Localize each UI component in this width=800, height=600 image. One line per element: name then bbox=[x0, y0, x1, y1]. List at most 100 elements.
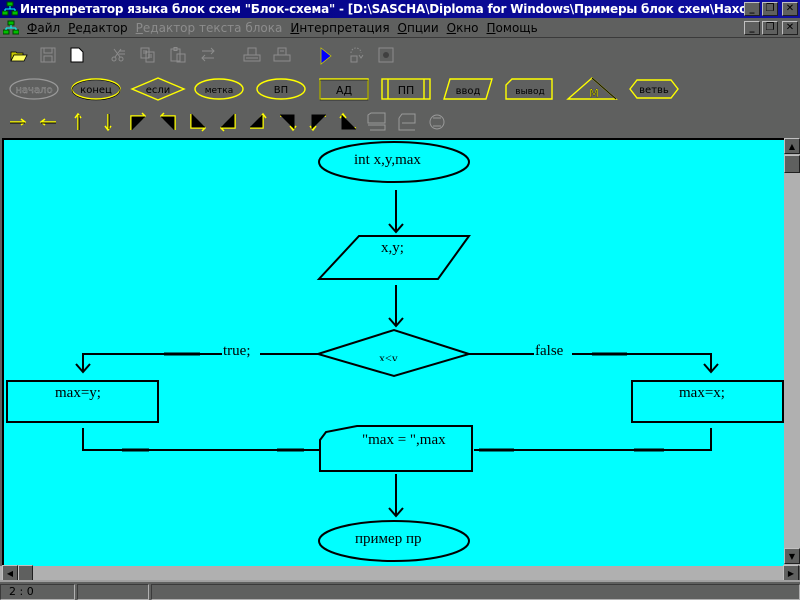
scroll-right-button[interactable]: ▶ bbox=[783, 565, 799, 581]
shape-action-button[interactable]: АД bbox=[318, 75, 370, 103]
shape-end-button[interactable]: конец bbox=[70, 75, 122, 103]
arrow-up-icon[interactable] bbox=[68, 112, 88, 132]
menu-interpretation[interactable]: Интерпретация bbox=[290, 20, 390, 35]
shape-if-label: если bbox=[146, 85, 171, 96]
false-branch-connector bbox=[469, 353, 719, 374]
minimize-button[interactable]: _ bbox=[744, 2, 760, 16]
menu-window[interactable]: Окно bbox=[446, 20, 479, 35]
false-merge-connector bbox=[474, 428, 712, 451]
close-button[interactable]: ✕ bbox=[782, 2, 798, 16]
child-restore-button[interactable]: ❐ bbox=[762, 20, 778, 35]
document-flowchart-icon[interactable] bbox=[3, 20, 19, 36]
shape-branch-button[interactable]: ветвь bbox=[628, 75, 680, 103]
input-node-shape bbox=[316, 235, 471, 280]
start-node-text[interactable]: int x,y,max bbox=[354, 152, 421, 168]
step-icon[interactable] bbox=[348, 47, 364, 63]
condition-node-text[interactable]: x<y bbox=[379, 351, 398, 361]
main-toolbar bbox=[0, 44, 800, 70]
print-icon[interactable] bbox=[273, 47, 291, 63]
block-merge-icon[interactable] bbox=[396, 112, 418, 132]
flowchart-diagram bbox=[6, 141, 784, 562]
flow-arrow-start-input bbox=[388, 190, 404, 234]
replace-icon[interactable] bbox=[200, 47, 216, 63]
shape-label-button[interactable]: метка bbox=[193, 75, 245, 103]
menu-block-text-editor[interactable]: Редактор текста блока bbox=[135, 20, 283, 35]
flow-arrow-output-end bbox=[388, 474, 404, 518]
output-node-shape bbox=[319, 425, 473, 472]
horizontal-scrollbar[interactable]: ◀ ▶ bbox=[0, 565, 799, 581]
stop-icon[interactable] bbox=[378, 47, 394, 63]
shape-output-label: вывод bbox=[515, 87, 544, 97]
scroll-left-button[interactable]: ◀ bbox=[2, 565, 18, 581]
shape-label-label: метка bbox=[205, 86, 234, 96]
flowchart-canvas[interactable]: int x,y,max x,y; x<y true; false max=y; … bbox=[2, 138, 784, 566]
paste-icon[interactable] bbox=[170, 47, 186, 63]
arrow-right-icon[interactable] bbox=[8, 112, 28, 130]
shape-branch-label: ветвь bbox=[639, 85, 669, 96]
horizontal-scroll-thumb[interactable] bbox=[18, 565, 33, 581]
true-action-node-shape bbox=[6, 380, 159, 423]
shape-output-button[interactable]: вывод bbox=[504, 75, 556, 103]
menu-editor[interactable]: Редактор bbox=[68, 20, 128, 35]
corner-right-up-icon[interactable] bbox=[128, 112, 148, 132]
menu-bar: Файл Редактор Редактор текста блока Инте… bbox=[0, 18, 800, 38]
shape-start-button[interactable]: начало bbox=[8, 75, 60, 103]
vertical-scroll-thumb[interactable] bbox=[784, 155, 800, 173]
flow-arrow-input-condition bbox=[388, 285, 404, 328]
child-minimize-button[interactable]: _ bbox=[744, 20, 760, 35]
corner-left-up-icon[interactable] bbox=[158, 112, 178, 132]
end-node-text[interactable]: пример пр bbox=[355, 531, 422, 547]
copy-icon[interactable] bbox=[140, 47, 156, 63]
block-copy-icon[interactable] bbox=[366, 112, 388, 132]
shape-input-label: ввод bbox=[456, 86, 481, 97]
print-preview-icon[interactable] bbox=[243, 47, 261, 63]
status-bar: 2 : 0 bbox=[0, 580, 800, 600]
shape-if-button[interactable]: если bbox=[130, 75, 186, 103]
corner-down-right-icon[interactable] bbox=[188, 112, 208, 132]
scroll-up-button[interactable]: ▲ bbox=[784, 138, 800, 154]
false-action-node-text[interactable]: max=x; bbox=[679, 385, 725, 401]
new-document-icon[interactable] bbox=[70, 47, 84, 63]
save-disk-icon[interactable] bbox=[40, 47, 56, 63]
output-node-text[interactable]: "max = ",max bbox=[362, 432, 446, 448]
menu-options[interactable]: Опции bbox=[397, 20, 439, 35]
shape-subroutine-button[interactable]: ПП bbox=[380, 75, 432, 103]
true-merge-connector bbox=[82, 428, 320, 451]
corner-left-down-icon[interactable] bbox=[308, 112, 328, 132]
shape-merge-label: М bbox=[589, 87, 599, 100]
scroll-down-button[interactable]: ▼ bbox=[784, 548, 800, 564]
vertical-scrollbar[interactable]: ▲ ▼ bbox=[784, 138, 800, 566]
cut-icon[interactable] bbox=[110, 47, 126, 63]
open-folder-icon[interactable] bbox=[10, 48, 28, 64]
shape-merge-button[interactable]: М bbox=[566, 75, 618, 103]
swap-ab-icon[interactable] bbox=[428, 112, 446, 132]
arrow-down-icon[interactable] bbox=[98, 112, 118, 132]
status-cursor-position: 2 : 0 bbox=[0, 584, 75, 600]
true-branch-connector bbox=[75, 353, 318, 374]
child-close-button[interactable]: ✕ bbox=[782, 20, 798, 35]
app-flowchart-icon bbox=[2, 1, 18, 16]
menu-help[interactable]: Помощь bbox=[486, 20, 538, 35]
shape-palette: начало конец если метка ВП АД ПП ввод вы… bbox=[0, 75, 800, 103]
corner-up-right-icon[interactable] bbox=[248, 112, 268, 132]
corner-down-left-icon[interactable] bbox=[218, 112, 238, 132]
title-bar: Интерпретатор языка блок схем "Блок-схем… bbox=[0, 0, 800, 18]
menu-file[interactable]: Файл bbox=[27, 20, 61, 35]
shape-action-label: АД bbox=[336, 84, 353, 97]
connector-palette bbox=[0, 108, 800, 136]
restore-button[interactable]: ❐ bbox=[762, 2, 778, 16]
status-panel-2 bbox=[77, 584, 149, 600]
shape-vp-button[interactable]: ВП bbox=[255, 75, 307, 103]
input-node-text[interactable]: x,y; bbox=[381, 240, 404, 256]
corner-right-down-icon[interactable] bbox=[278, 112, 298, 132]
shape-subroutine-label: ПП bbox=[398, 84, 415, 97]
true-action-node-text[interactable]: max=y; bbox=[55, 385, 101, 401]
shape-end-label: конец bbox=[80, 85, 112, 96]
arrow-left-icon[interactable] bbox=[38, 112, 58, 130]
shape-vp-label: ВП bbox=[274, 85, 288, 96]
shape-input-button[interactable]: ввод bbox=[442, 75, 494, 103]
status-panel-3 bbox=[151, 584, 800, 600]
shape-start-label: начало bbox=[15, 85, 52, 96]
run-icon[interactable] bbox=[320, 47, 332, 65]
corner-up-left-icon[interactable] bbox=[338, 112, 358, 132]
